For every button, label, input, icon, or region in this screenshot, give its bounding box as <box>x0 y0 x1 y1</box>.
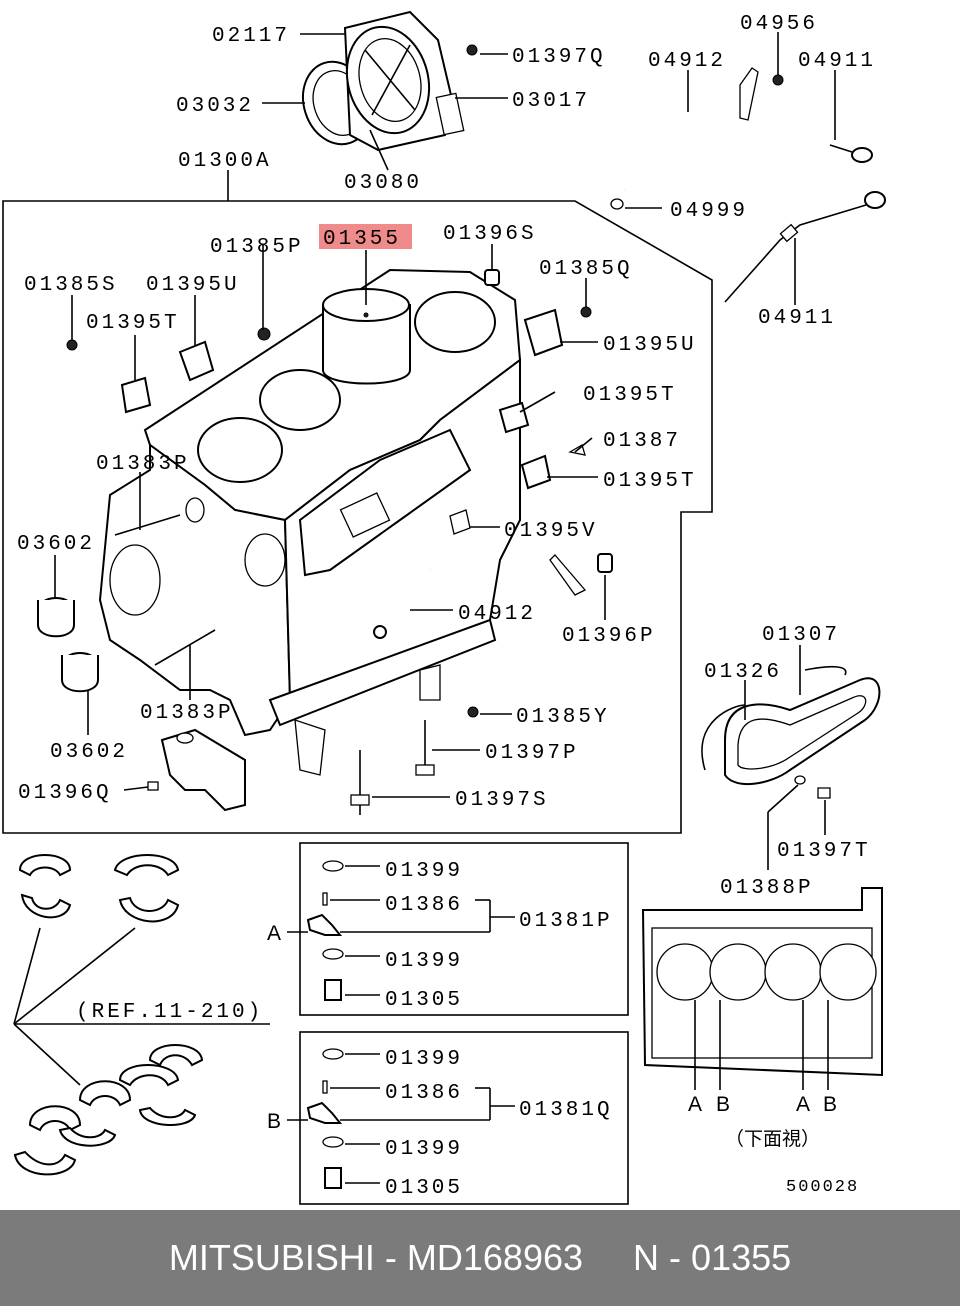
label-01355[interactable]: 01355 <box>323 228 401 251</box>
bushings-03602-drawing <box>37 597 99 693</box>
label-01395U-left[interactable]: 01395U <box>146 274 240 297</box>
box-a-parts <box>287 860 344 1001</box>
part-info-footer: MITSUBISHI - MD168963 N - 01355 <box>0 1210 960 1306</box>
label-01385Q[interactable]: 01385Q <box>539 258 633 281</box>
box-a-outline <box>299 842 629 1016</box>
box-b-01399-bottom[interactable]: 01399 <box>385 1138 463 1161</box>
box-b-letter: B <box>267 1110 281 1133</box>
label-01397T[interactable]: 01397T <box>777 840 871 863</box>
box-a-01399-top[interactable]: 01399 <box>385 860 463 883</box>
label-03602-lower[interactable]: 03602 <box>50 741 128 764</box>
cylinder-block-drawing <box>98 268 522 776</box>
oil-level-gauge-drawing <box>610 67 886 303</box>
label-01395U-right[interactable]: 01395U <box>603 334 697 357</box>
footer-ref-prefix: N - <box>633 1237 682 1278</box>
box-b-outline <box>299 1031 629 1205</box>
parts-diagram: 02117 03032 01397Q 03017 03080 01300A 04… <box>2 10 886 1205</box>
box-b-01381Q[interactable]: 01381Q <box>519 1099 613 1122</box>
label-ref-11-210[interactable]: (REF.11-210) <box>76 1001 263 1024</box>
box-b-parts <box>287 1048 344 1189</box>
box-b-01305[interactable]: 01305 <box>385 1177 463 1200</box>
box-a-letter: A <box>267 922 281 945</box>
label-01385Y[interactable]: 01385Y <box>516 706 610 729</box>
box-a-01381P[interactable]: 01381P <box>519 910 613 933</box>
label-01300A[interactable]: 01300A <box>178 150 272 173</box>
label-01385P[interactable]: 01385P <box>210 236 304 259</box>
label-04999[interactable]: 04999 <box>670 200 748 223</box>
label-01387[interactable]: 01387 <box>603 430 681 453</box>
bottom-view-a1: A <box>688 1093 702 1116</box>
studs-and-bolts-drawing <box>114 514 435 815</box>
label-01397S[interactable]: 01397S <box>455 789 549 812</box>
label-01397P[interactable]: 01397P <box>485 742 579 765</box>
footer-sep-dash: - <box>384 1237 397 1278</box>
label-03032[interactable]: 03032 <box>176 95 254 118</box>
label-01396P[interactable]: 01396P <box>562 625 656 648</box>
label-01307[interactable]: 01307 <box>762 624 840 647</box>
label-02117[interactable]: 02117 <box>212 25 290 48</box>
label-04911-bottom[interactable]: 04911 <box>758 307 836 330</box>
label-04912-top[interactable]: 04912 <box>648 50 726 73</box>
footer-separator <box>397 1237 407 1279</box>
bottom-view-b1: B <box>716 1093 730 1116</box>
oil-pan-gasket-drawing <box>701 665 881 799</box>
label-01395V[interactable]: 01395V <box>504 520 598 543</box>
label-01395T-upper[interactable]: 01395T <box>583 384 677 407</box>
bottom-view-b2: B <box>823 1093 837 1116</box>
footer-ref-code: 01355 <box>691 1237 792 1278</box>
label-03080[interactable]: 03080 <box>344 172 422 195</box>
highlight-01355 <box>319 224 412 249</box>
label-01388P[interactable]: 01388P <box>720 877 814 900</box>
label-01326[interactable]: 01326 <box>704 661 782 684</box>
box-a-01386[interactable]: 01386 <box>385 894 463 917</box>
label-01396S[interactable]: 01396S <box>443 223 537 246</box>
footer-gap <box>583 1237 633 1279</box>
label-01397Q[interactable]: 01397Q <box>512 46 606 69</box>
box-b-01399-top[interactable]: 01399 <box>385 1048 463 1071</box>
rear-oil-seal-case-drawing <box>302 10 478 152</box>
label-01383P-upper[interactable]: 01383P <box>96 453 190 476</box>
figure-number: 500028 <box>786 1178 859 1197</box>
label-03602-upper[interactable]: 03602 <box>17 533 95 556</box>
label-04911-top[interactable]: 04911 <box>798 50 876 73</box>
bottom-view-drawing <box>641 887 883 1090</box>
label-01396Q[interactable]: 01396Q <box>18 782 112 805</box>
leader-lines <box>54 32 836 1184</box>
bearing-shells-drawing <box>13 854 270 1176</box>
label-01385S[interactable]: 01385S <box>24 274 118 297</box>
main-bearing-cap-drawing <box>160 728 246 812</box>
label-04912-block[interactable]: 04912 <box>458 603 536 626</box>
label-01395T-lower[interactable]: 01395T <box>603 470 697 493</box>
box-a-01305[interactable]: 01305 <box>385 989 463 1012</box>
cylinder-block-group-outline <box>2 200 713 834</box>
box-b-01386[interactable]: 01386 <box>385 1082 463 1105</box>
footer-part-number: MD168963 <box>406 1237 584 1278</box>
box-a-01399-bottom[interactable]: 01399 <box>385 950 463 973</box>
footer-separator <box>375 1237 385 1279</box>
footer-separator <box>681 1237 691 1279</box>
footer-brand: MITSUBISHI <box>168 1237 375 1278</box>
bottom-view-caption: （下面視） <box>725 1128 820 1150</box>
label-04956[interactable]: 04956 <box>740 13 818 36</box>
label-01395T-left[interactable]: 01395T <box>86 312 180 335</box>
bottom-view-a2: A <box>796 1093 810 1116</box>
label-01383P-lower[interactable]: 01383P <box>140 702 234 725</box>
label-03017[interactable]: 03017 <box>512 90 590 113</box>
plugs-and-caps-drawing <box>66 269 613 791</box>
